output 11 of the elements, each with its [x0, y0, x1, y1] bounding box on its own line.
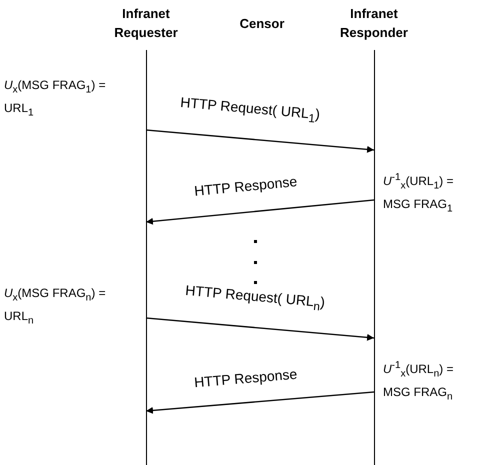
participant-name: Censor [238, 15, 286, 33]
mapping-note: U$^{-1}$$_{x}$(URL$_{n}$) = MSG FRAG$_{n}$ [383, 359, 454, 405]
message-arrow [146, 391, 374, 414]
mapping-note: U$_{x}$(MSG FRAG$_{n}$) = URL$_{n}$ [4, 285, 107, 329]
mapping-note: U$^{-1}$$_{x}$(URL$_{1}$) = MSG FRAG$_{1}$ [383, 171, 454, 217]
message-arrow [146, 129, 374, 153]
participant-name: Infranet Requester [113, 5, 179, 42]
participant-name: Infranet Responder [339, 5, 409, 42]
message-arrow [146, 199, 374, 225]
mapping-note: U$_{x}$(MSG FRAG$_{1}$) = URL$_{1}$ [4, 77, 107, 121]
message-arrow [146, 317, 374, 341]
